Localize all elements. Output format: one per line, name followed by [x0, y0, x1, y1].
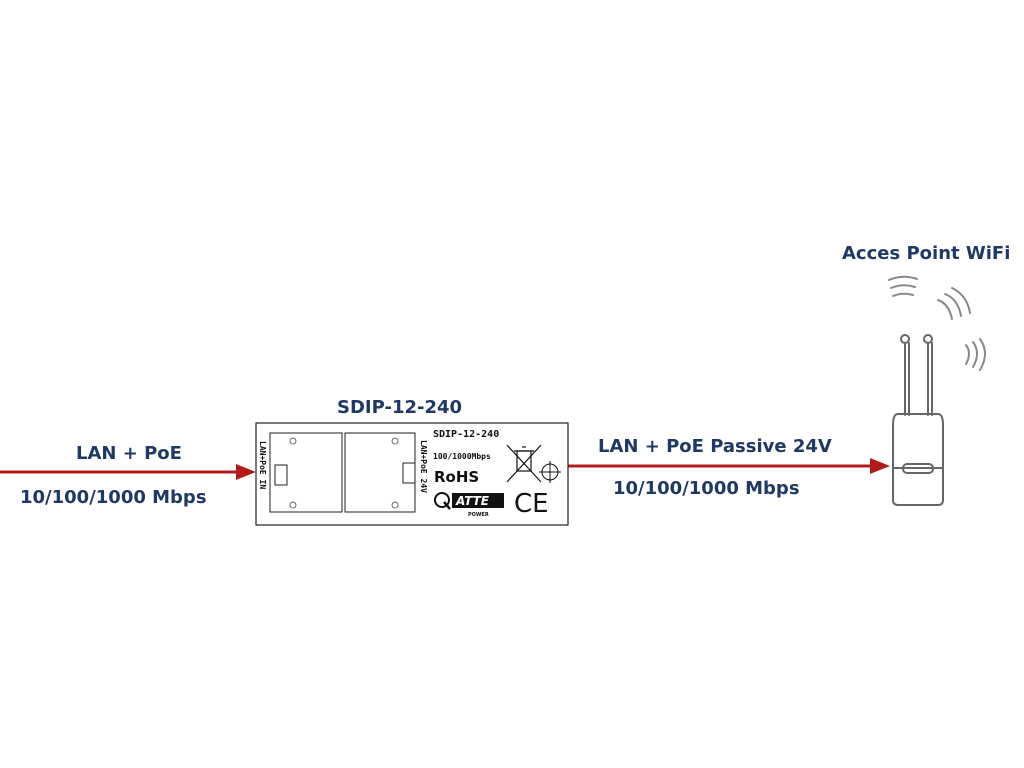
poe-device: LAN+PoE IN LAN+PoE 24V SDIP-12-240 100/1… [255, 422, 569, 526]
access-point-title: Acces Point WiFi [842, 243, 1011, 264]
crosshair-icon [539, 461, 561, 483]
output-cable [568, 458, 890, 474]
left-link-speed: 10/100/1000 Mbps [20, 487, 207, 508]
input-arrow-icon [236, 464, 256, 480]
output-port-label: LAN+PoE 24V [419, 440, 428, 493]
right-link-speed: 10/100/1000 Mbps [613, 478, 800, 499]
input-port-latch [274, 464, 288, 486]
ce-mark: CE [514, 489, 549, 519]
brand-sub: POWER [468, 512, 489, 518]
right-link-title: LAN + PoE Passive 24V [598, 436, 832, 457]
input-port-label: LAN+PoE IN [258, 441, 267, 489]
device-title: SDIP-12-240 [337, 397, 463, 418]
output-arrow-icon [870, 458, 890, 474]
panel-model: SDIP-12-240 [433, 429, 499, 440]
output-port-latch [402, 462, 416, 484]
input-cable [0, 464, 256, 480]
left-link-title: LAN + PoE [76, 443, 182, 464]
panel-speed: 100/1000Mbps [433, 452, 491, 461]
access-point-icon [892, 334, 944, 506]
rohs-mark: RoHS [434, 468, 479, 486]
wifi-signal-icon [888, 275, 986, 371]
brand-name: ATTE [455, 494, 490, 508]
weee-bin-icon [506, 444, 542, 483]
atte-logo: ATTE POWER [434, 492, 504, 518]
